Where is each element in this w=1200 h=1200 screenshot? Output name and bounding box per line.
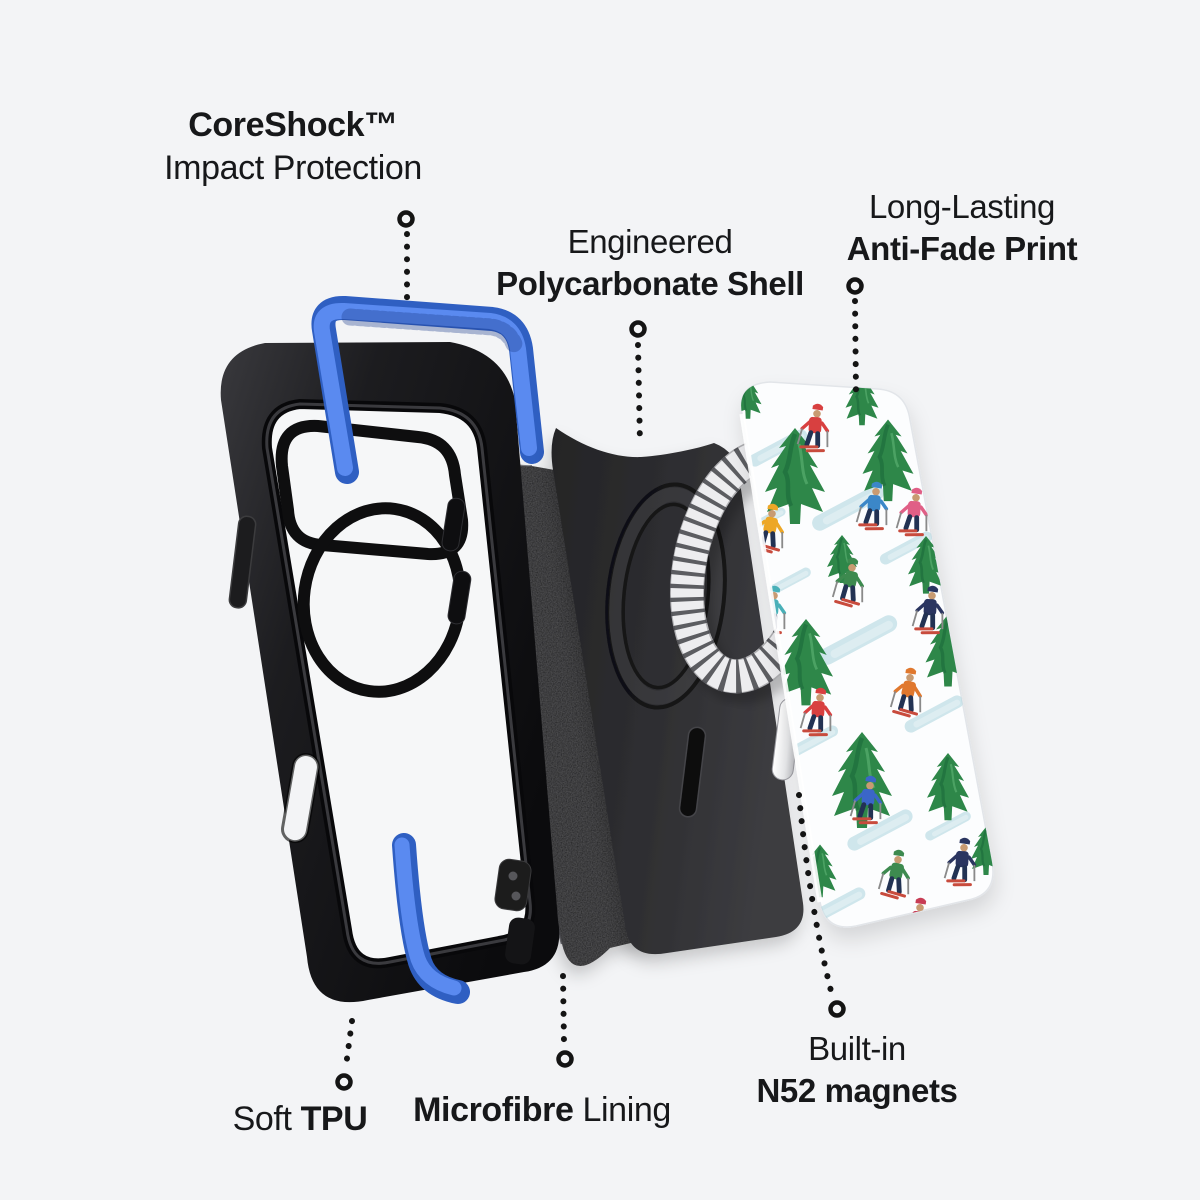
callout-antifade: Long-Lasting Anti-Fade Print [847, 186, 1078, 270]
button-recess [447, 570, 472, 625]
callout-line-microfibre [560, 973, 567, 1046]
callout-magnets-lead: Built-in [808, 1030, 906, 1067]
callout-soft-tpu: Soft TPU [233, 1098, 368, 1141]
callout-microfibre: Microfibre Lining [413, 1089, 671, 1132]
lanyard-slot [281, 753, 320, 844]
blue-corner-straps [311, 296, 544, 1004]
callout-tpu-emph: TPU [300, 1100, 368, 1138]
callout-anchor-tpu [335, 1073, 353, 1091]
polycarbonate-shell [551, 428, 804, 955]
callout-anchor-polycarbonate [629, 320, 647, 338]
magsafe-align-slot [678, 726, 707, 818]
callout-line-antifade [852, 298, 859, 394]
callout-line-magnets [796, 792, 834, 994]
callout-tpu-lead: Soft [232, 1100, 292, 1138]
side-button [228, 515, 257, 609]
callout-coreshock-subtitle: Impact Protection [164, 149, 422, 188]
top-blue-strap [311, 296, 544, 484]
bottom-blue-strap [392, 833, 470, 1004]
plate-edge-highlight [739, 413, 823, 903]
callout-polycarbonate-lead: Engineered [567, 223, 733, 260]
callout-microfibre-tail: Lining [582, 1091, 672, 1129]
printed-backplate [739, 381, 994, 928]
callout-polycarbonate-emph: Polycarbonate Shell [496, 264, 804, 302]
port-cutouts [494, 858, 535, 965]
callout-line-polycarbonate [635, 342, 643, 447]
button-recess [441, 497, 466, 552]
callout-line-tpu [343, 1018, 355, 1069]
callout-antifade-emph: Anti-Fade Print [846, 229, 1078, 267]
callout-coreshock-title: CoreShock™ [188, 106, 398, 144]
callout-microfibre-emph: Microfibre [413, 1091, 574, 1129]
callout-lines [335, 210, 864, 1091]
callout-coreshock: CoreShock™ Impact Protection [164, 104, 422, 190]
callout-magnets-emph: N52 magnets [756, 1071, 958, 1109]
callout-anchor-antifade [846, 277, 864, 295]
callout-anchor-magnets [828, 1000, 846, 1018]
callout-anchor-microfibre [556, 1050, 574, 1068]
strap-knurl-texture [341, 308, 523, 353]
callout-magnets: Built-in N52 magnets [756, 1028, 957, 1112]
tpu-bumper [220, 342, 560, 1003]
callout-antifade-lead: Long-Lasting [868, 188, 1055, 225]
callout-anchor-coreshock [397, 210, 415, 228]
callout-polycarbonate: Engineered Polycarbonate Shell [496, 221, 804, 305]
magsafe-emboss-outer [605, 482, 727, 710]
